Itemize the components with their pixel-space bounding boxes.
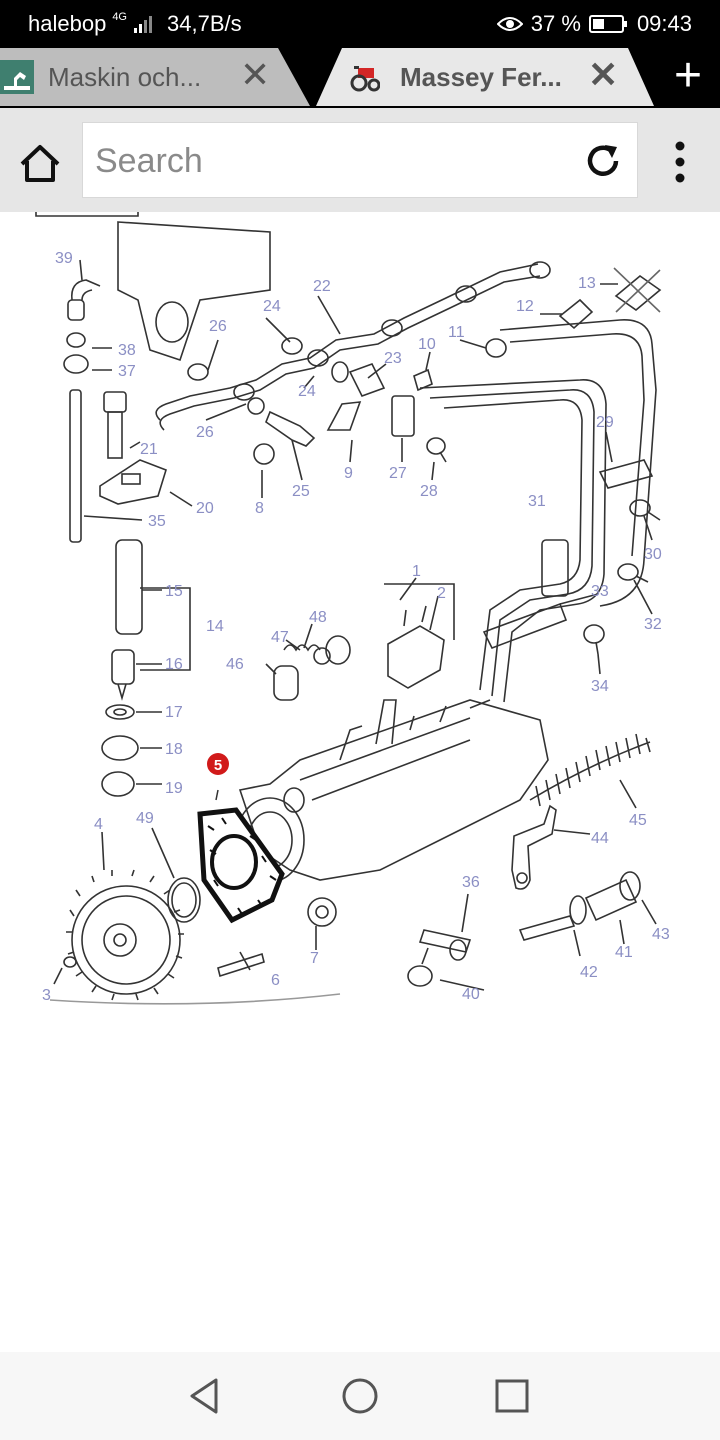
part-label: 11 <box>448 324 465 341</box>
part-label: 24 <box>298 383 316 400</box>
part-label: 27 <box>389 465 407 482</box>
part-label: 34 <box>591 678 609 695</box>
part-label: 26 <box>196 424 214 441</box>
system-nav-bar <box>0 1352 720 1440</box>
tab-massey[interactable]: Massey Fer... ✕ <box>316 48 654 106</box>
part-label: 33 <box>591 583 609 600</box>
tab-maskin[interactable]: Maskin och... ✕ <box>0 48 310 106</box>
part-label: 19 <box>165 780 183 797</box>
close-icon[interactable]: ✕ <box>588 54 619 95</box>
part-label: 18 <box>165 741 183 758</box>
part-label: 29 <box>596 414 614 431</box>
battery-percent: 37 % <box>530 11 581 36</box>
network-speed: 34,7B/s <box>167 11 242 36</box>
browser-toolbar <box>0 108 720 212</box>
part-label: 7 <box>310 950 319 967</box>
part-label: 15 <box>165 583 183 600</box>
part-label: 38 <box>118 342 136 359</box>
part-label: 8 <box>255 500 264 517</box>
part-label: 45 <box>629 812 647 829</box>
part-label: 9 <box>344 465 353 482</box>
part-labels: 1 2 3 4 5 6 7 8 9 10 11 12 13 14 15 16 1… <box>42 250 670 1004</box>
part-label: 24 <box>263 298 281 315</box>
close-icon[interactable]: ✕ <box>240 54 271 95</box>
part-label: 39 <box>55 250 73 267</box>
part-label: 41 <box>615 944 633 961</box>
reload-icon[interactable] <box>583 141 623 181</box>
part-label: 13 <box>578 275 596 292</box>
part-label: 6 <box>271 972 280 989</box>
tab-strip: Maskin och... ✕ Massey Fer... ✕ + <box>0 48 720 110</box>
part-label: 23 <box>384 350 402 367</box>
carrier-name: halebop <box>28 11 107 36</box>
part-label: 28 <box>420 483 438 500</box>
parts-diagram: 5 1 2 3 4 5 6 7 8 9 10 11 12 13 14 15 16… <box>35 212 670 1005</box>
part-label: 44 <box>591 830 609 847</box>
part-label: 26 <box>209 318 227 335</box>
part-label: 47 <box>271 629 289 646</box>
battery-icon <box>588 15 627 33</box>
part-label: 31 <box>528 493 546 510</box>
clock: 09:43 <box>636 11 692 36</box>
search-box[interactable] <box>82 122 638 198</box>
part-label: 2 <box>437 585 446 602</box>
part-label: 14 <box>206 618 224 635</box>
network-type: 4G <box>112 11 127 23</box>
part-label: 37 <box>118 363 136 380</box>
eye-icon <box>496 17 523 31</box>
part-label: 20 <box>196 500 214 517</box>
part-label: 21 <box>140 441 158 458</box>
part-label: 3 <box>42 987 51 1004</box>
part-label: 49 <box>136 810 154 827</box>
highlighted-gasket: 5 <box>197 753 285 924</box>
part-label: 1 <box>412 563 421 580</box>
search-input[interactable] <box>93 135 577 187</box>
part-label: 40 <box>462 986 480 1003</box>
highlight-label: 5 <box>214 757 222 774</box>
part-label: 36 <box>462 874 480 891</box>
excavator-icon <box>0 60 34 94</box>
part-label: 35 <box>148 513 166 530</box>
part-label: 12 <box>516 298 534 315</box>
status-bar: halebop 4G 34,7B/s 37 % 09:43 <box>0 0 720 48</box>
part-label: 16 <box>165 656 183 673</box>
part-label: 10 <box>418 336 436 353</box>
more-options-icon[interactable] <box>664 138 696 186</box>
part-label: 25 <box>292 483 310 500</box>
status-right: 37 % 09:43 <box>496 11 692 37</box>
tab-title: Massey Fer... <box>400 61 562 92</box>
page-content: 5 1 2 3 4 5 6 7 8 9 10 11 12 13 14 15 16… <box>0 212 720 1352</box>
tractor-icon <box>348 60 382 94</box>
part-label: 17 <box>165 704 183 721</box>
back-icon[interactable] <box>184 1374 228 1418</box>
tab-title: Maskin och... <box>48 61 202 92</box>
home-nav-icon[interactable] <box>338 1374 382 1418</box>
part-label: 32 <box>644 616 662 633</box>
signal-icon <box>134 16 152 33</box>
home-icon[interactable] <box>16 140 64 188</box>
recents-icon[interactable] <box>490 1374 534 1418</box>
part-label: 48 <box>309 609 327 626</box>
part-label: 4 <box>94 816 103 833</box>
part-label: 30 <box>644 546 662 563</box>
status-left: halebop 4G 34,7B/s <box>28 11 242 37</box>
part-label: 43 <box>652 926 670 943</box>
diagram-drawing <box>35 212 662 1005</box>
part-label: 46 <box>226 656 244 673</box>
part-label: 22 <box>313 278 331 295</box>
new-tab-button[interactable]: + <box>673 49 703 102</box>
part-label: 42 <box>580 964 598 981</box>
